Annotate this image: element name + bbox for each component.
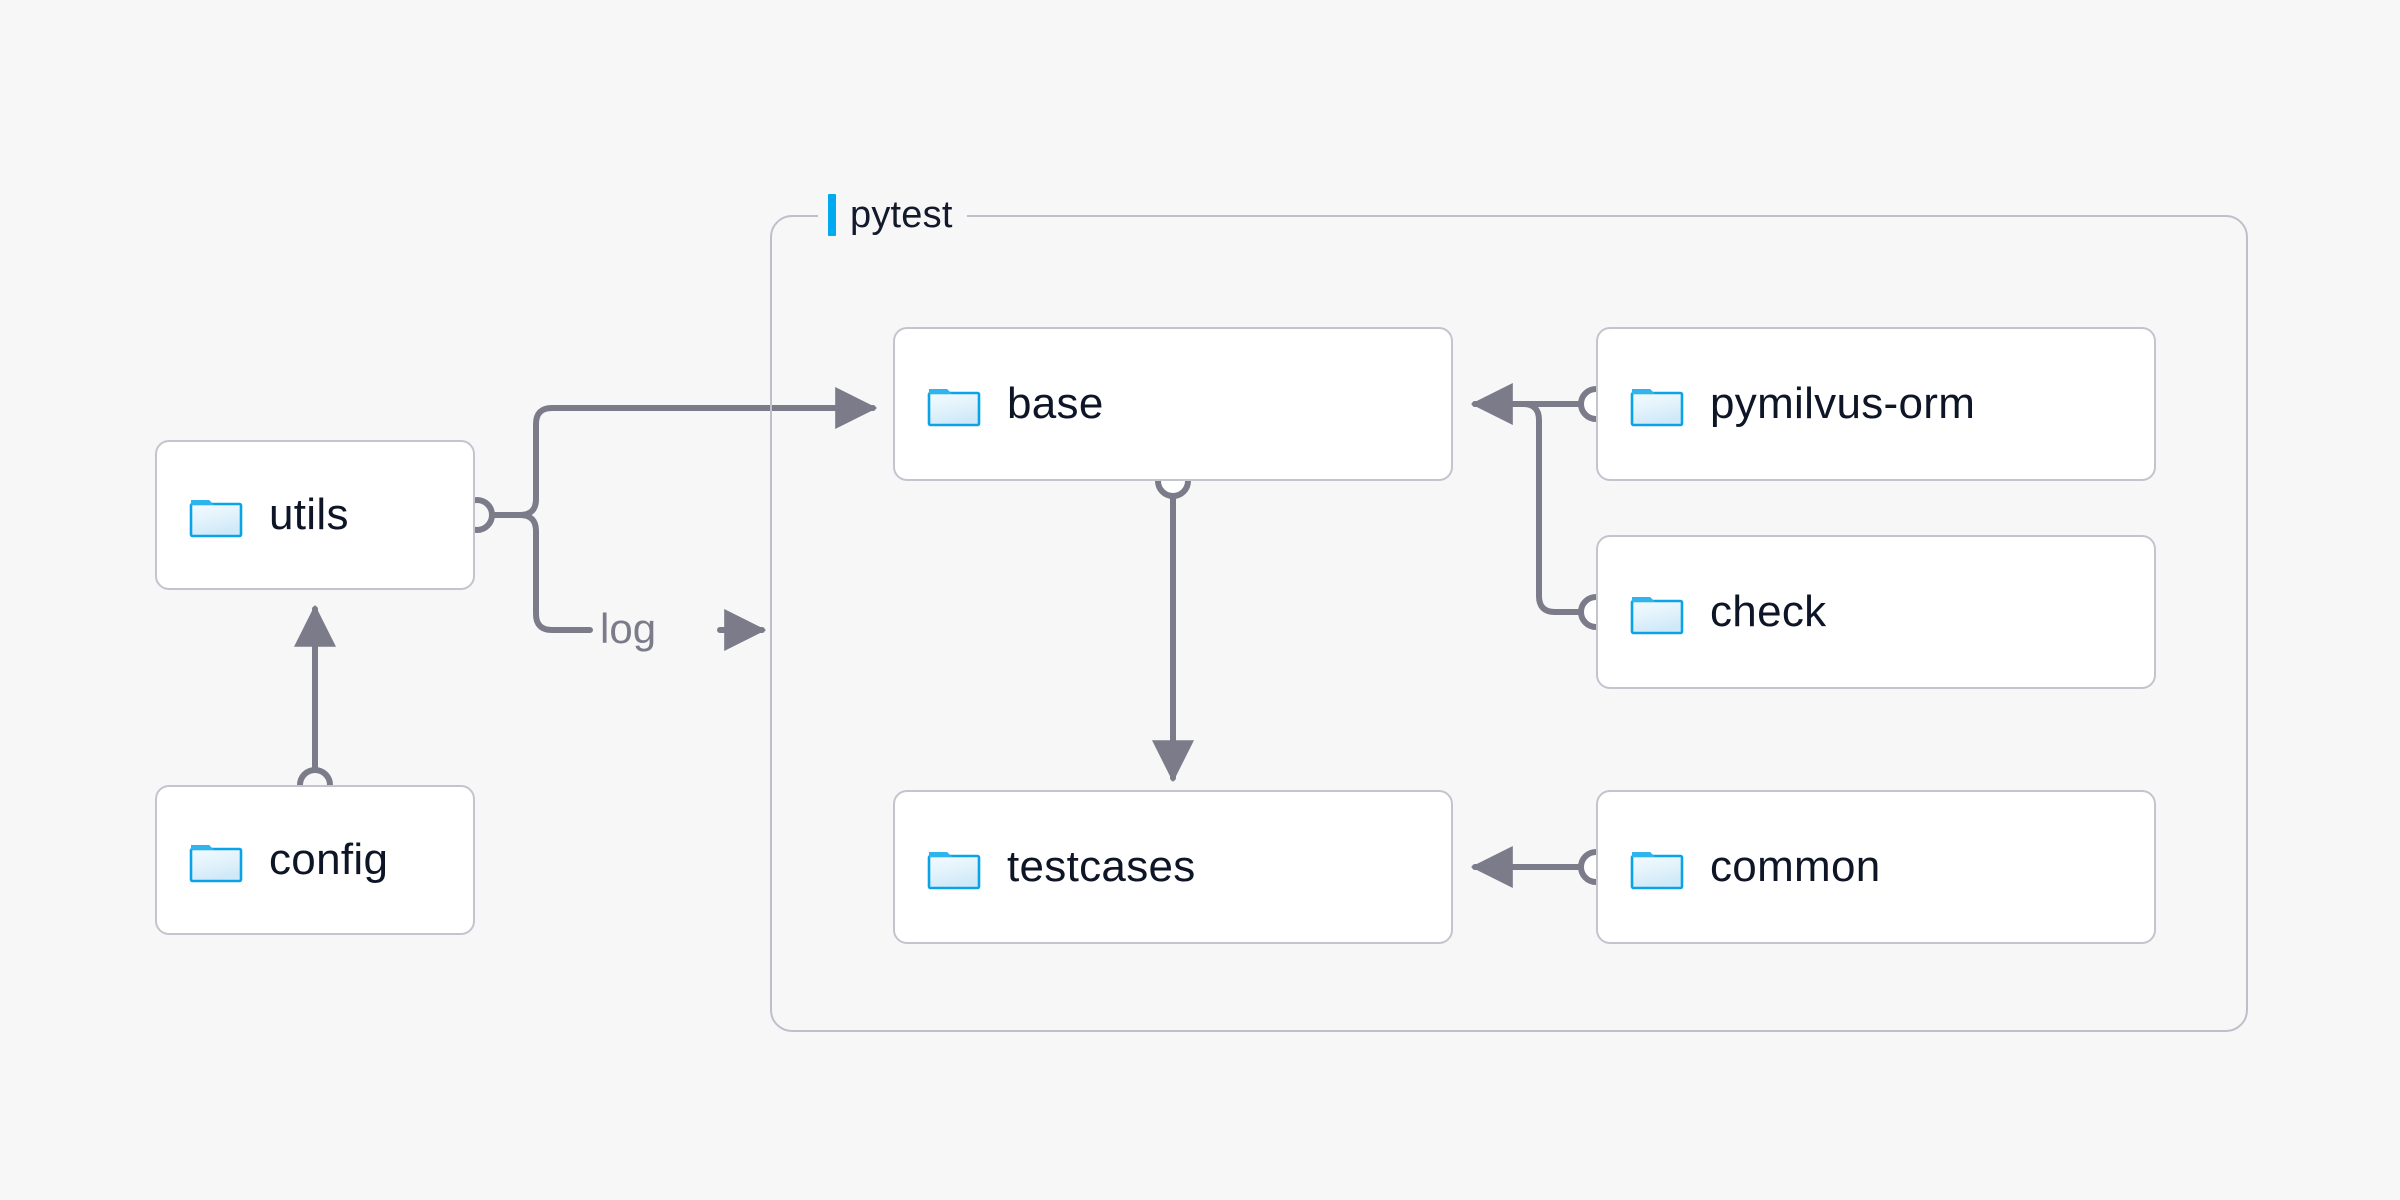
folder-icon: [927, 389, 981, 427]
node-utils-label: utils: [269, 490, 349, 539]
folder-icon: [927, 852, 981, 890]
node-config[interactable]: config: [155, 785, 475, 935]
node-base[interactable]: base: [893, 327, 1453, 481]
node-utils[interactable]: utils: [155, 440, 475, 590]
group-pytest-label: pytest: [850, 194, 953, 236]
group-pytest[interactable]: [770, 215, 2248, 1032]
node-base-label: base: [1007, 379, 1104, 428]
node-testcases[interactable]: testcases: [893, 790, 1453, 944]
group-pytest-label-wrap: pytest: [818, 191, 967, 239]
node-check-label: check: [1710, 587, 1827, 636]
folder-icon: [1630, 389, 1684, 427]
edge-utils-to-pytest-log: [517, 512, 593, 633]
node-config-label: config: [269, 835, 389, 884]
edge-label-log: log: [600, 605, 657, 652]
node-pymilvus-orm-label: pymilvus-orm: [1710, 379, 1976, 428]
node-common[interactable]: common: [1596, 790, 2156, 944]
folder-icon: [189, 845, 243, 883]
folder-icon: [1630, 852, 1684, 890]
node-pymilvus-orm[interactable]: pymilvus-orm: [1596, 327, 2156, 481]
folder-icon: [189, 500, 243, 538]
node-common-label: common: [1710, 842, 1881, 891]
node-check[interactable]: check: [1596, 535, 2156, 689]
folder-icon: [1630, 597, 1684, 635]
accent-bar-icon: [828, 194, 836, 236]
node-testcases-label: testcases: [1007, 842, 1196, 891]
